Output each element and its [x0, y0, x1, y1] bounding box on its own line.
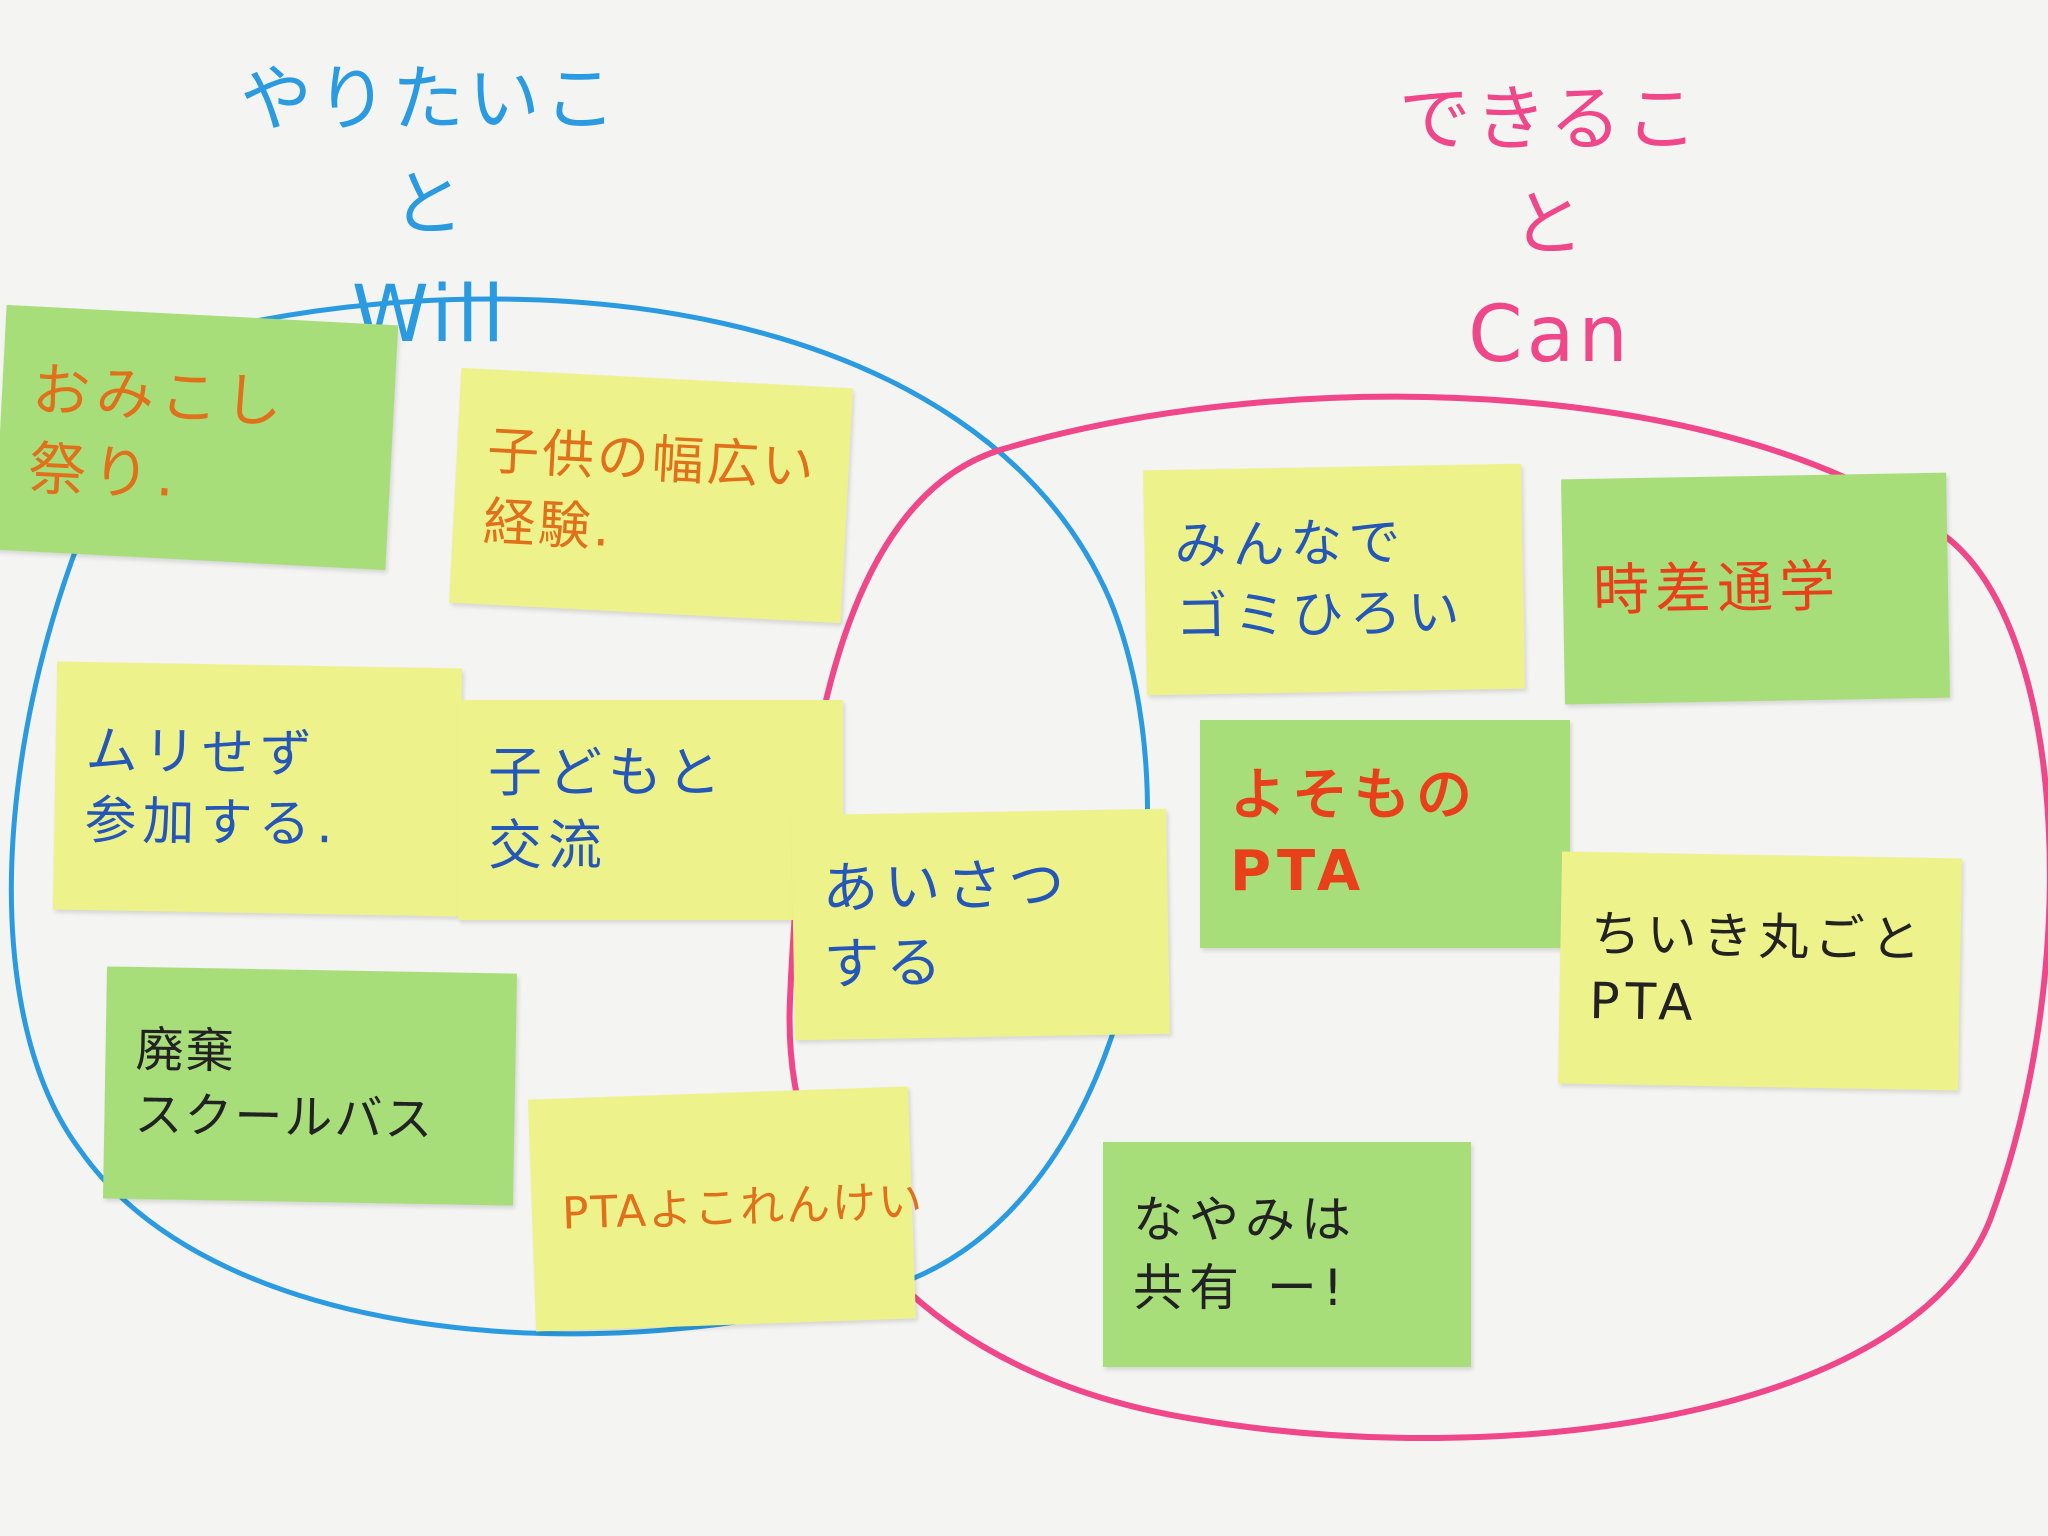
can-heading-en: Can: [1468, 290, 1632, 380]
will-heading-jp: やりたいこと: [239, 57, 620, 246]
note-line: 祭り.: [26, 433, 183, 510]
sticky-note-yosomono: よそもの PTA: [1200, 720, 1570, 948]
will-heading: やりたいこと Will: [210, 40, 650, 360]
note-line: 廃棄: [135, 1022, 237, 1080]
note-line: なやみは: [1133, 1191, 1357, 1249]
sticky-note-nayami: なやみは 共有 ー!: [1103, 1142, 1471, 1367]
note-line: 時差通学: [1592, 554, 1842, 624]
note-line: スクールバス: [133, 1086, 435, 1149]
sticky-note-omikoshi: おみこし 祭り.: [0, 304, 399, 571]
note-line: PTAよこれんけい: [561, 1176, 925, 1240]
sticky-note-chiiki: ちいき丸ごと PTA: [1558, 851, 1962, 1091]
note-line: 参加する.: [83, 790, 340, 856]
note-line: ムリせず: [85, 720, 319, 785]
sticky-note-pta-rensei: PTAよこれんけい: [528, 1086, 925, 1332]
sticky-note-jisa: 時差通学: [1561, 472, 1950, 705]
note-line: よそもの: [1230, 763, 1478, 829]
note-line: PTA: [1588, 972, 1699, 1032]
sticky-note-schoolbus: 廃棄 スクールバス: [103, 966, 517, 1206]
sticky-note-murisezu: ムリせず 参加する.: [52, 661, 463, 917]
sticky-note-kodomo-keiken: 子供の幅広い 経験.: [449, 367, 853, 624]
sticky-note-kodomo-koryu: 子どもと 交流: [458, 700, 843, 920]
note-line: あいさつ: [821, 852, 1071, 922]
note-line: ゴミひろい: [1175, 582, 1467, 648]
note-line: 子どもと: [488, 741, 727, 805]
sticky-note-aisatsu: あいさつ する: [791, 808, 1170, 1041]
sticky-note-gomi: みんなで ゴミひろい: [1143, 463, 1525, 696]
note-line: する: [823, 930, 949, 998]
can-heading: できること Can: [1370, 60, 1730, 380]
can-heading-jp: できること: [1398, 77, 1702, 266]
note-line: みんなで: [1173, 513, 1407, 578]
note-line: PTA: [1230, 839, 1367, 904]
note-line: 交流: [488, 814, 608, 877]
note-line: 共有 ー!: [1133, 1258, 1349, 1317]
note-line: ちいき丸ごと: [1590, 904, 1928, 969]
can-circle: [786, 393, 2048, 1441]
